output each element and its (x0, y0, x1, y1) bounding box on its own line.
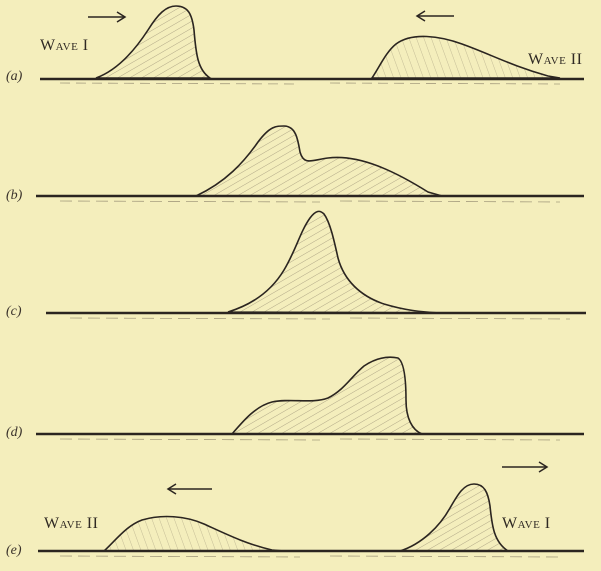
panel-c (46, 211, 586, 319)
wave-label-e-left: Wave II (44, 516, 98, 532)
wave-label-a-left: Wave I (40, 38, 89, 54)
wave-label-a-right: Wave II (528, 52, 582, 68)
superposed-wave-shape (228, 211, 440, 313)
wave-ii-shape (104, 517, 284, 551)
wave-i-shape (400, 484, 508, 551)
panel-label-a: (a) (6, 70, 22, 84)
separating-wave-shape (232, 357, 422, 434)
arrow-right-icon (502, 462, 547, 472)
arrow-right-icon (88, 12, 125, 22)
panel-a (40, 6, 584, 84)
panel-label-c: (c) (6, 305, 22, 319)
panel-e (38, 462, 584, 557)
panel-label-b: (b) (6, 189, 22, 203)
panel-d (36, 357, 584, 440)
arrow-left-icon (168, 484, 212, 494)
wave-label-e-right: Wave I (502, 516, 551, 532)
arrow-left-icon (417, 11, 454, 21)
combined-wave-shape (196, 126, 442, 196)
panel-label-d: (d) (6, 426, 22, 440)
panel-label-e: (e) (6, 544, 22, 558)
panel-b (36, 126, 584, 202)
